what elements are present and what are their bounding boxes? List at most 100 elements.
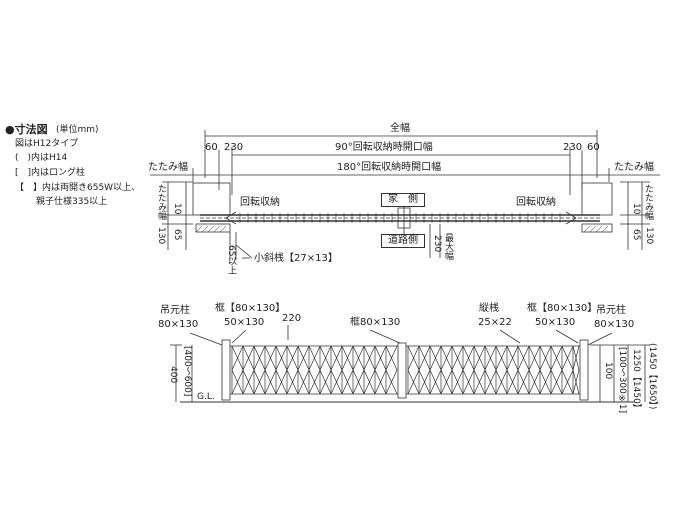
lattice-bar [517, 345, 530, 371]
lattice-bar [473, 345, 486, 371]
lattice-bar [418, 345, 431, 371]
road-side-label: 道路側 [381, 234, 425, 248]
lattice-bar [506, 345, 519, 371]
frame-left-sub: 50×130 [224, 317, 265, 328]
dim-10-right: 10 [631, 203, 641, 215]
lattice-bar [484, 369, 497, 395]
lattice-bar [539, 345, 552, 371]
fold-width-vertical-left: たたみ幅 [156, 184, 166, 220]
lattice-bar [231, 369, 244, 395]
height-400: 400 [168, 366, 178, 384]
lattice-bar [319, 369, 332, 395]
frame-mid: 框80×130 [350, 317, 401, 328]
lattice-bar [363, 369, 376, 395]
lattice-bar [275, 345, 288, 371]
lattice-bar [462, 345, 475, 371]
lattice-bar [330, 345, 343, 371]
lattice-bar [264, 369, 277, 395]
vertical-bar: 縦桟 [479, 303, 499, 314]
lattice-bar [308, 369, 321, 395]
lattice-bar [473, 369, 486, 395]
gate-lattice-left [231, 345, 398, 395]
open-width-90: 90°回転収納時開口幅 [335, 142, 433, 153]
lattice-bar [275, 369, 288, 395]
lattice-bar [440, 345, 453, 371]
fold-width-right: たたみ幅 [614, 162, 654, 173]
frame-left: 框【80×130】 [215, 303, 286, 314]
gate-lattice-right [407, 345, 580, 395]
hanging-post-left-size: 80×130 [158, 319, 199, 330]
dim-230-mid: 230 [432, 235, 442, 253]
lattice-bar [297, 345, 310, 371]
legend-line2: ( )内はH14 [15, 153, 68, 163]
lattice-bar [517, 369, 530, 395]
rail-ticks [239, 213, 561, 223]
lattice-bar [242, 345, 255, 371]
hanging-post-right: 吊元柱 [596, 305, 626, 316]
small-brace-label: 小斜桟【27×13】 [254, 253, 338, 264]
lattice-bar [407, 369, 420, 395]
dim-10-left: 10 [172, 203, 182, 215]
lattice-bar [539, 369, 552, 395]
fold-width-vertical-right: たたみ幅 [643, 184, 653, 220]
lattice-bar [550, 345, 563, 371]
dim-65-right: 65 [631, 229, 641, 241]
hanging-post-left: 吊元柱 [160, 305, 190, 316]
dim-130-left: 130 [156, 227, 166, 245]
dim-130-right: 130 [644, 227, 654, 245]
lattice-bar [495, 345, 508, 371]
lattice-bar [550, 369, 563, 395]
legend-line4: 【 】内は両開き655W以上、 [15, 183, 141, 193]
height-100-range: [100〜300※1] [617, 347, 627, 414]
frame-right-sub: 50×130 [535, 317, 576, 328]
lattice-bar [341, 369, 354, 395]
lattice-bar [253, 369, 266, 395]
lattice-bar [528, 345, 541, 371]
open-width-180: 180°回転収納時開口幅 [337, 162, 442, 173]
lattice-bar [495, 369, 508, 395]
vertical-bar-size: 25×22 [478, 317, 512, 328]
lattice-bar [528, 369, 541, 395]
house-side-label: 家 側 [381, 193, 425, 207]
height-1450: (1450【1650】) [647, 343, 657, 410]
lattice-bar [451, 369, 464, 395]
ground-level: G.L. [197, 392, 215, 402]
height-400-range: [400〜600] [182, 346, 192, 397]
rotate-store-left: 回転収納 [240, 197, 280, 208]
lattice-bar [451, 345, 464, 371]
lattice-bar [264, 345, 277, 371]
lattice-bar [506, 369, 519, 395]
lattice-bar [253, 345, 266, 371]
rotate-store-right: 回転収納 [516, 197, 556, 208]
max-width-label: 最大幅 [443, 233, 453, 260]
lattice-bar [297, 369, 310, 395]
hanging-post-right-size: 80×130 [594, 319, 635, 330]
height-100: 100 [603, 362, 613, 380]
lattice-bar [308, 345, 321, 371]
lattice-bar [242, 369, 255, 395]
lattice-bar [418, 369, 431, 395]
dim-60-right: 60 [587, 142, 600, 153]
fold-width-left: たたみ幅 [148, 162, 188, 173]
lattice-bar [374, 369, 387, 395]
lattice-bar [385, 345, 398, 371]
dim-65-left: 65 [172, 229, 182, 241]
lattice-bar [407, 345, 420, 371]
lattice-bar [561, 345, 574, 371]
lattice-bar [352, 369, 365, 395]
lattice-bar [484, 345, 497, 371]
dim-230-left: 230 [224, 142, 244, 153]
lattice-bar [231, 345, 244, 371]
dim-230-right: 230 [563, 142, 583, 153]
lattice-bar [429, 345, 442, 371]
lattice-bar [429, 369, 442, 395]
lattice-bar [341, 345, 354, 371]
height-1250: 1250【1450】 [631, 349, 641, 413]
lattice-bar [440, 369, 453, 395]
lattice-bar [572, 369, 580, 395]
legend-line1: 図はH12タイプ [15, 139, 79, 149]
dim-60-left: 60 [205, 142, 218, 153]
frame-right: 框【80×130】 [527, 303, 598, 314]
